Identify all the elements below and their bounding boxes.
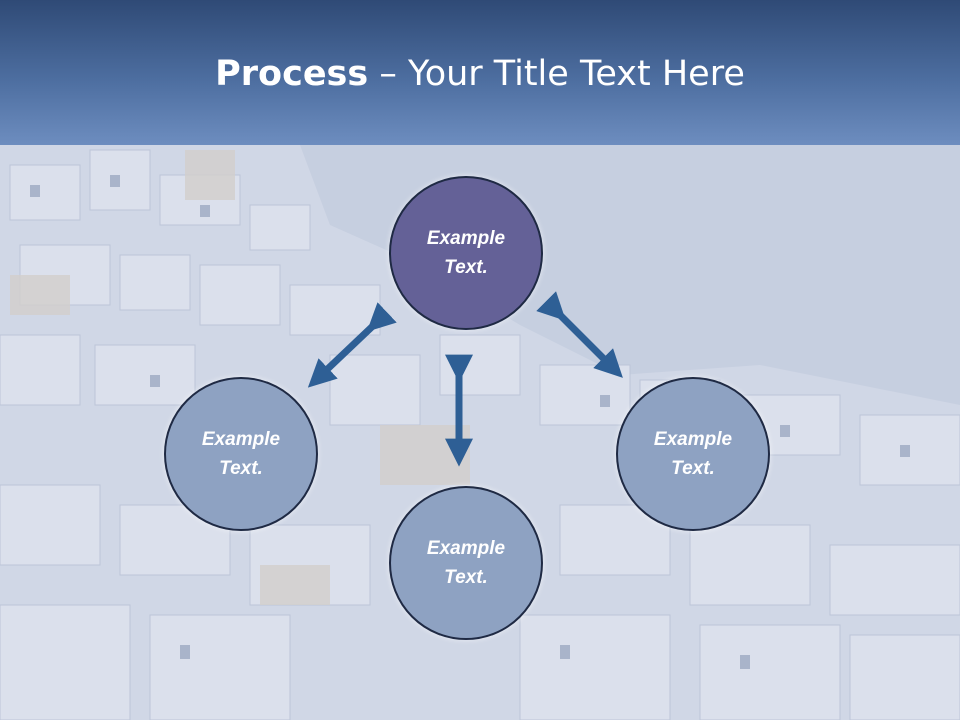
slide-title: Process – Your Title Text Here	[0, 52, 960, 96]
node-top-label: Example Text.	[426, 228, 506, 278]
title-bar: Process – Your Title Text Here	[0, 0, 960, 145]
node-right-label: Example Text.	[653, 429, 733, 479]
arrow-top-right	[536, 291, 623, 378]
process-node-top: Example Text.	[389, 176, 543, 330]
title-bold-part: Process	[215, 54, 369, 94]
title-rest-part: – Your Title Text Here	[368, 54, 745, 94]
process-node-left: Example Text.	[164, 377, 318, 531]
arrow-top-left	[307, 302, 397, 388]
node-bottom-label: Example Text.	[426, 538, 506, 588]
process-node-right: Example Text.	[616, 377, 770, 531]
process-node-bottom: Example Text.	[389, 486, 543, 640]
node-left-label: Example Text.	[201, 429, 281, 479]
